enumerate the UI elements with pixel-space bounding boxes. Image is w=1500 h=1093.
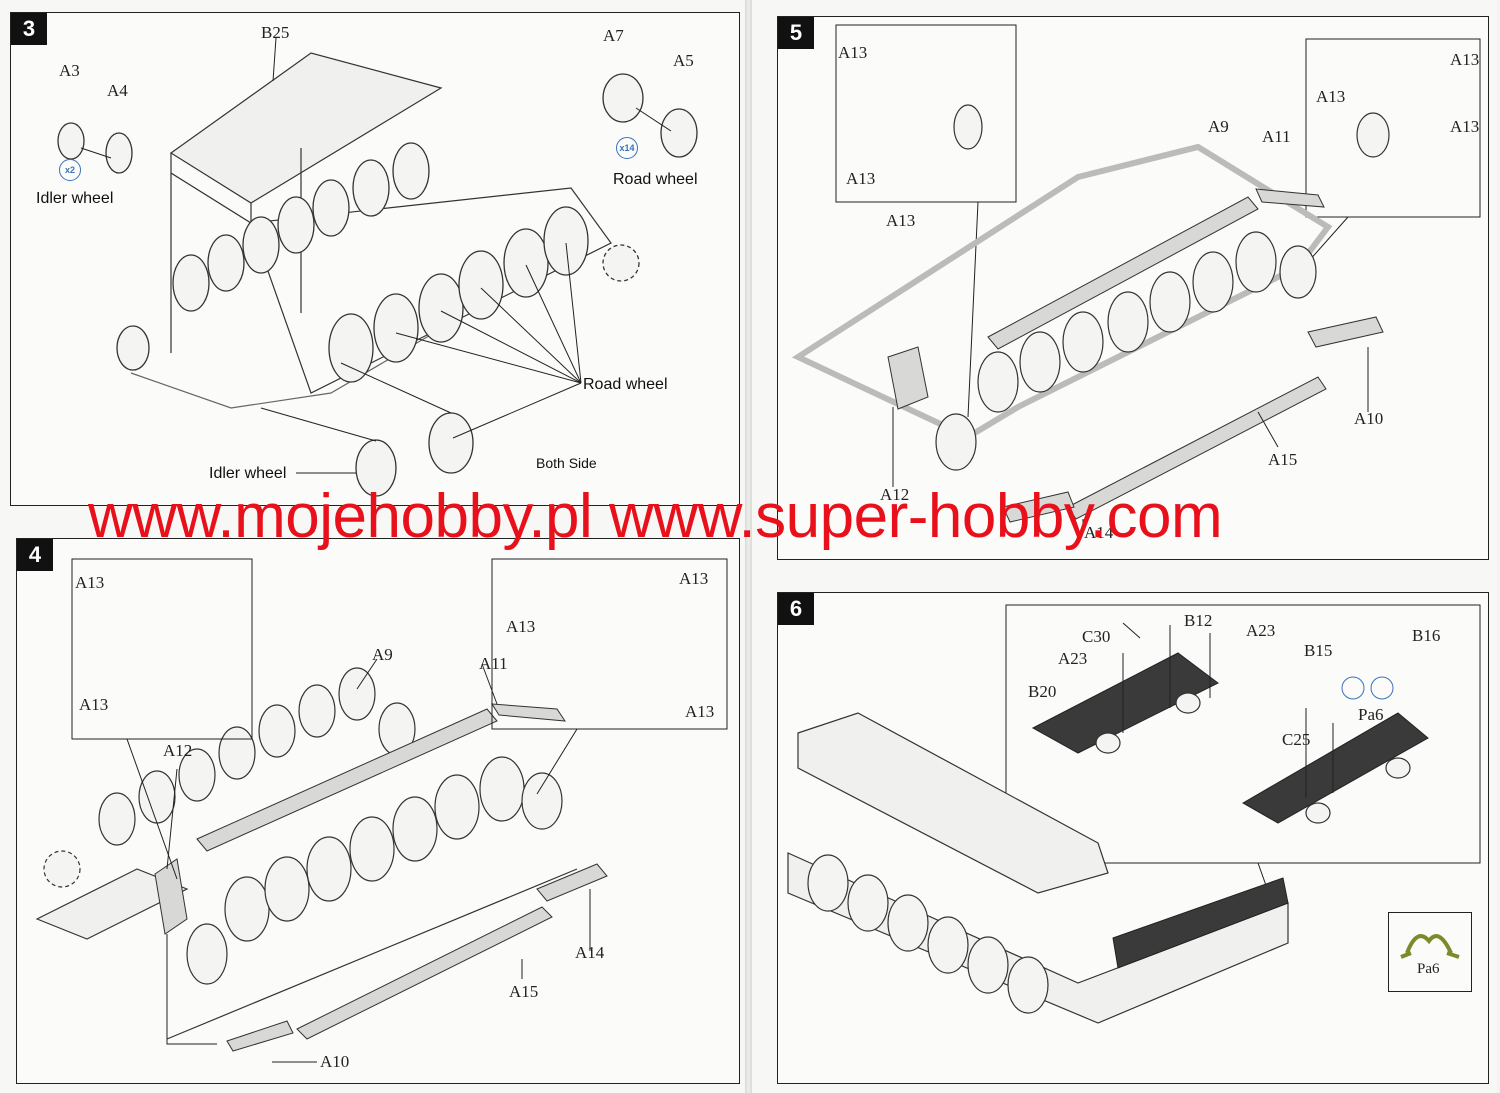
part-label-a13-5: A13 (685, 702, 715, 721)
part-label-a7: A7 (603, 26, 624, 45)
road-wheel-caption: Road wheel (613, 171, 698, 188)
page-gutter (745, 0, 752, 1093)
step-number: 6 (778, 593, 814, 625)
part-label-a10: A10 (320, 1052, 350, 1071)
part-label-a13-2: A13 (846, 169, 876, 188)
part-label-a13-5: A13 (1316, 87, 1346, 106)
part-label-a14: A14 (1084, 523, 1114, 542)
idler-wheel-label: Idler wheel (209, 465, 287, 482)
step-4-panel: 4 (16, 538, 740, 1084)
watermark-text: www.mojehobby.pl www.super-hobby.com (88, 482, 1223, 551)
step-number: 4 (17, 539, 53, 571)
part-label-a9: A9 (1208, 117, 1229, 136)
idler-wheel-caption: Idler wheel (36, 190, 114, 207)
part-label-a11: A11 (479, 654, 508, 673)
quantity-badge-x2: x2 (59, 159, 81, 181)
step-5-panel: 5 A13 (777, 16, 1489, 560)
step-6-panel: 6 C30 B12 A23 A23 (777, 592, 1489, 1084)
part-label-a5: A5 (673, 51, 694, 70)
step-number: 3 (11, 13, 47, 45)
pa6-part-icon: Pa6 (1388, 912, 1472, 992)
part-label-c30: C30 (1082, 627, 1111, 646)
part-label-a13-2: A13 (79, 695, 109, 714)
track-assembly-drawing (35, 558, 728, 1063)
part-label-b15: B15 (1304, 641, 1333, 660)
part-label-a4: A4 (107, 81, 128, 100)
part-label-a12: A12 (163, 741, 193, 760)
part-label-a11: A11 (1262, 127, 1291, 146)
step-3-panel: 3 (10, 12, 740, 506)
part-label-a9: A9 (372, 645, 393, 664)
part-label-c25: C25 (1282, 730, 1311, 749)
hull-running-gear-drawing (57, 37, 698, 497)
part-label-a23-1: A23 (1058, 649, 1088, 668)
part-label-b16: B16 (1412, 626, 1441, 645)
part-label-a15: A15 (509, 982, 539, 1001)
part-label-a14: A14 (575, 943, 605, 962)
part-label-a13-6: A13 (1450, 117, 1480, 136)
pa6-icon-label: Pa6 (1417, 961, 1440, 977)
road-wheel-label: Road wheel (583, 376, 668, 393)
step-number: 5 (778, 17, 814, 49)
part-label-a13-3: A13 (886, 211, 916, 230)
part-label-a23-2: A23 (1246, 621, 1276, 640)
pa6-bracket-icon (1400, 934, 1460, 959)
both-side-note: Both Side (536, 455, 597, 471)
part-label-a13-4: A13 (1450, 50, 1480, 69)
part-label-a13-4: A13 (506, 617, 536, 636)
part-label-b25: B25 (261, 23, 290, 42)
part-label-a13-1: A13 (75, 573, 105, 592)
part-label-a12: A12 (880, 485, 910, 504)
part-label-a10: A10 (1354, 409, 1384, 428)
part-label-a13-3: A13 (679, 569, 709, 588)
rear-plate-drawing (787, 604, 1481, 1024)
part-label-a3: A3 (59, 61, 80, 80)
part-label-a15: A15 (1268, 450, 1298, 469)
quantity-badge-x14: x14 (616, 137, 638, 159)
part-label-a13-1: A13 (838, 43, 868, 62)
part-label-pa6: Pa6 (1358, 705, 1384, 724)
part-label-b12: B12 (1184, 611, 1213, 630)
track-fitting-drawing (791, 24, 1481, 531)
part-label-b20: B20 (1028, 682, 1057, 701)
